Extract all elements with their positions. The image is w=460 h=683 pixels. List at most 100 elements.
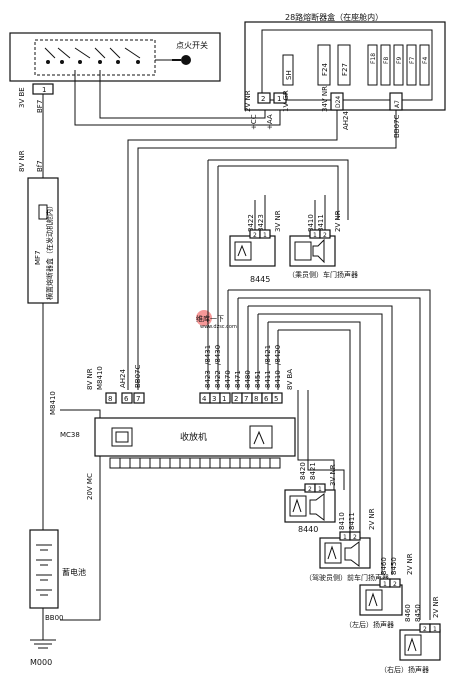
radio-wire-ah24: AH24	[119, 368, 127, 388]
spkfd-wire-0: 8410	[338, 512, 346, 530]
battery-id: BB00	[45, 614, 64, 622]
speaker-8445-a	[229, 229, 276, 267]
fuse-f27: F27	[341, 63, 349, 76]
ignition-pin: 1	[42, 86, 46, 94]
radio-wire-drops	[227, 290, 279, 390]
mf7-top-id: Bf7	[36, 160, 44, 172]
radio-wire-8422: 8422	[214, 370, 222, 388]
wire-plus-cc	[99, 70, 266, 119]
fuse-row	[282, 44, 430, 86]
spkfd-w: 2V NR	[368, 508, 376, 530]
fuse-f24: F24	[321, 63, 329, 76]
radio-pin-8: 8	[108, 395, 112, 403]
radio-wire-8410: 8410	[274, 370, 282, 388]
key-icon	[172, 55, 191, 65]
ignition-switch-inner	[34, 39, 156, 76]
radio-connectors	[105, 392, 283, 404]
spkfd-pin-0: 1	[343, 534, 347, 541]
radio-wire-8471: 8471	[234, 370, 242, 388]
spk8440-pin-1: 1	[318, 486, 322, 493]
wire-8445-frame2	[218, 165, 339, 220]
speaker-8440	[284, 483, 336, 523]
wire-rear-right-2	[238, 297, 421, 620]
wire-radio-gnd	[60, 456, 101, 621]
spkfd-caption: （驾驶员侧）前车门扬声器	[305, 573, 389, 582]
radio-bottom-connector	[109, 457, 281, 469]
spk8445-pin-a1: 1	[263, 232, 267, 239]
radio-wire-8431: /8431	[204, 345, 212, 365]
spk8445-caption: （乘员侧）车门扬声器	[288, 270, 358, 279]
wire-8440-b	[307, 390, 345, 490]
wire-rear-left-1	[248, 305, 393, 575]
radio-speaker-icon	[249, 425, 273, 449]
fusebox-inner	[261, 29, 433, 101]
fusebox-pin-1-label: 1	[277, 95, 281, 103]
radio-pin-6: 6	[124, 395, 129, 403]
radio-wire-8451: 8451	[254, 370, 262, 388]
watermark-logo: 维库一下 www.dzsc.com	[196, 310, 237, 330]
speaker-rear-right	[399, 623, 441, 661]
wire-rear-left-2	[258, 313, 383, 575]
radio-gnd-label: 20V MC	[86, 473, 94, 500]
fusebox-wire2: 1V GR	[282, 90, 290, 112]
radio-wire-8420: /8420	[274, 345, 282, 365]
spk8445-leads	[254, 195, 326, 230]
spk8445-w1: 3V NR	[274, 210, 282, 232]
wire-8440-a	[297, 390, 335, 490]
watermark-text: 维库一下	[196, 314, 224, 323]
mf7-id: MF7	[34, 250, 42, 265]
speaker-rear-left	[359, 578, 403, 616]
wire-rear-right-1	[228, 289, 431, 620]
fuse-f7: F7	[409, 57, 416, 64]
fusebox-pin-aa: +AA	[266, 114, 274, 130]
mf7-desc: 横置熔断器盒（在发动机舱内）	[45, 202, 54, 300]
radio-pin-7: 7	[136, 395, 140, 403]
radio-id: MC38	[60, 431, 80, 439]
radio-chip-inner	[115, 431, 129, 443]
spk8445-wire-8410: 8410	[307, 214, 315, 232]
ground-id: M000	[30, 658, 52, 667]
mf7-top-wire: 8V NR	[18, 150, 26, 172]
radio-wire-8411: 8411	[264, 370, 272, 388]
fuse-f4: F4	[422, 57, 429, 64]
fusebox-d24: D24	[335, 96, 342, 108]
spk8440-pin-0: 2	[308, 486, 312, 493]
fusebox-a7: A7	[394, 100, 401, 108]
ignition-contacts	[44, 47, 141, 64]
radio-pin-8b: 8	[254, 395, 258, 403]
spk8440-wire-0: 8420	[299, 462, 307, 480]
fusebox-34vnr: 34V NR	[321, 86, 329, 112]
wire-bb07c	[137, 110, 397, 390]
radio-chip-icon	[111, 427, 133, 447]
radio-conn-wire: M8410	[96, 366, 104, 390]
wire-plus-aa	[74, 70, 281, 126]
spkrr-wire-1: 8450	[414, 604, 422, 622]
spkrr-wire-0: 8460	[404, 604, 412, 622]
radio-pin-4: 4	[202, 395, 207, 403]
spk8445-pin-a0: 2	[253, 232, 257, 239]
wire-8445-frame	[208, 159, 349, 220]
radio-conn-top: 8V NR	[86, 368, 94, 390]
spkrr-w: 2V NR	[432, 596, 440, 618]
fuse-mf7-element	[38, 204, 48, 220]
fusebox-pin-2-label: 2	[261, 95, 265, 103]
ignition-conn-id: BF7	[36, 100, 44, 113]
fusebox-ah24: AH24	[342, 110, 350, 130]
spkrr-pin-1: 1	[433, 626, 437, 633]
radio-speaker-mark	[253, 430, 265, 445]
ignition-wire-label: 3V BE	[18, 87, 26, 108]
fusebox-pin-cc: +CC	[250, 114, 258, 130]
wire-front-1	[268, 321, 361, 532]
battery-label: 蓄电池	[62, 567, 86, 577]
radio-wire-drops-2	[207, 310, 219, 390]
radio-pin-7b: 7	[244, 395, 248, 403]
radio-pin-5: 5	[274, 395, 278, 403]
speaker-8445-b	[289, 229, 336, 267]
spk8445-w2: 2V NR	[334, 210, 342, 232]
radio-wire-8480: 8480	[244, 370, 252, 388]
fusebox-pin-1	[273, 92, 287, 104]
spk8445-id: 8445	[250, 275, 270, 284]
ground-icon	[30, 639, 56, 649]
fusebox-pin-2	[257, 92, 271, 104]
